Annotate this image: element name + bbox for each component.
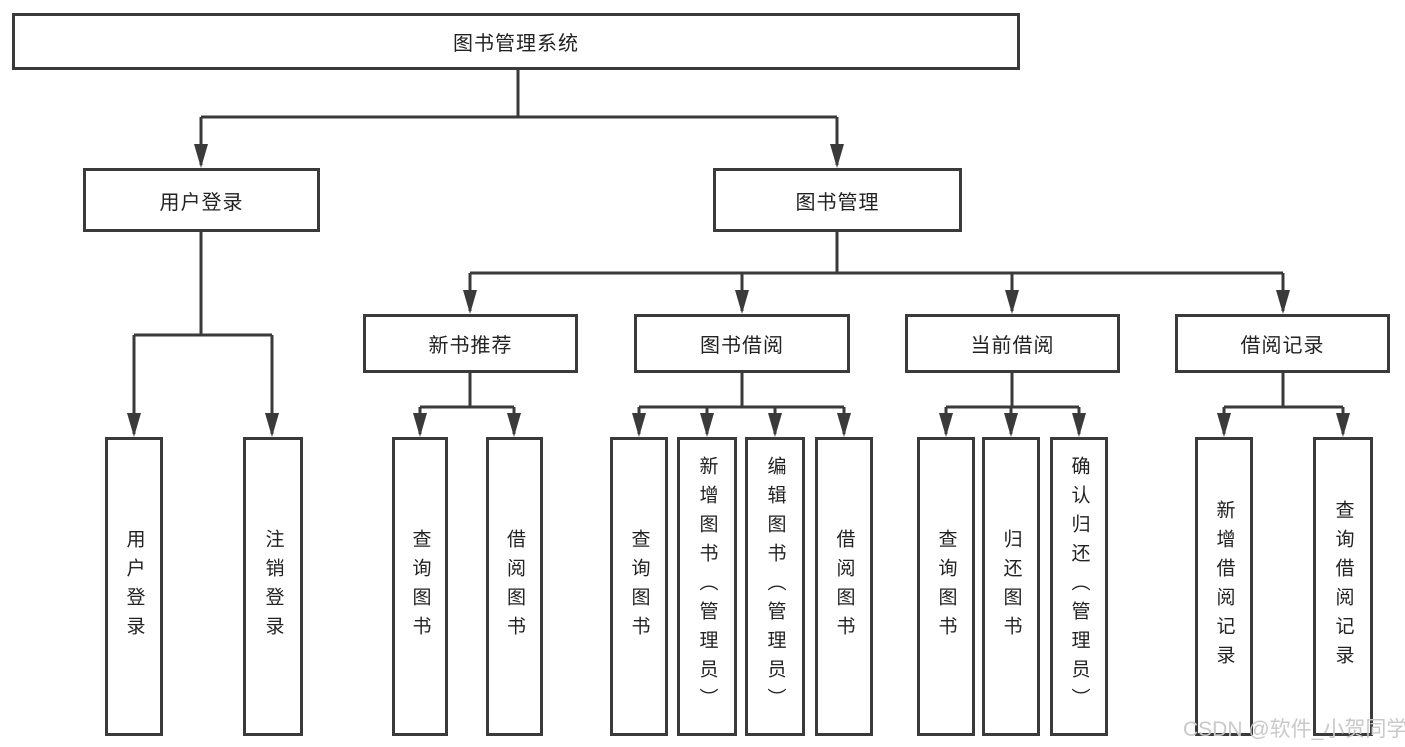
leaf-logout: 注销登录: [243, 437, 303, 736]
node-current-borrow: 当前借阅: [905, 314, 1120, 373]
leaf-recommend-query-books: 查询图书: [392, 437, 448, 736]
node-label: 图书管理系统: [453, 33, 579, 55]
leaf-user-login: 用户登录: [105, 437, 163, 736]
leaf-current-return-books: 归还图书: [982, 437, 1040, 736]
leaf-label: 新增借阅记录: [1213, 499, 1235, 674]
node-borrow-records: 借阅记录: [1175, 314, 1390, 373]
node-new-book-recommend: 新书推荐: [363, 314, 578, 373]
leaf-records-query-borrow-record: 查询借阅记录: [1313, 437, 1373, 736]
leaf-records-add-borrow-record: 新增借阅记录: [1195, 437, 1253, 736]
leaf-borrow-edit-books-admin: 编辑图书（管理员）: [745, 437, 805, 736]
leaf-borrow-query-books: 查询图书: [610, 437, 668, 736]
node-user-login: 用户登录: [83, 168, 320, 232]
leaf-label: 编辑图书（管理员）: [764, 456, 786, 717]
leaf-borrow-borrow-books: 借阅图书: [815, 437, 873, 736]
leaf-label: 用户登录: [123, 528, 145, 645]
node-label: 图书借阅: [700, 335, 784, 357]
leaf-label: 注销登录: [262, 528, 284, 645]
leaf-recommend-borrow-books: 借阅图书: [486, 437, 543, 736]
node-label: 当前借阅: [970, 335, 1055, 357]
leaf-label: 归还图书: [1000, 528, 1022, 645]
leaf-label: 确认归还（管理员）: [1068, 456, 1090, 717]
node-label: 用户登录: [159, 191, 244, 214]
leaf-label: 查询图书: [628, 528, 650, 645]
leaf-label: 借阅图书: [833, 528, 855, 645]
node-label: 新书推荐: [428, 335, 513, 357]
node-library-management-system: 图书管理系统: [12, 13, 1020, 70]
leaf-label: 新增图书（管理员）: [696, 456, 718, 717]
leaf-label: 查询借阅记录: [1332, 499, 1354, 674]
leaf-label: 借阅图书: [504, 528, 525, 645]
leaf-borrow-add-books-admin: 新增图书（管理员）: [677, 437, 737, 736]
node-label: 借阅记录: [1240, 335, 1325, 357]
leaf-label: 查询图书: [935, 528, 957, 645]
leaf-current-confirm-return-admin: 确认归还（管理员）: [1050, 437, 1108, 736]
leaf-label: 查询图书: [409, 528, 431, 645]
node-book-management: 图书管理: [713, 168, 962, 232]
leaf-current-query-books: 查询图书: [917, 437, 975, 736]
node-label: 图书管理: [795, 191, 880, 214]
node-book-borrow: 图书借阅: [634, 314, 850, 373]
csdn-watermark: CSDN @软件_小贺同学: [1183, 718, 1405, 741]
